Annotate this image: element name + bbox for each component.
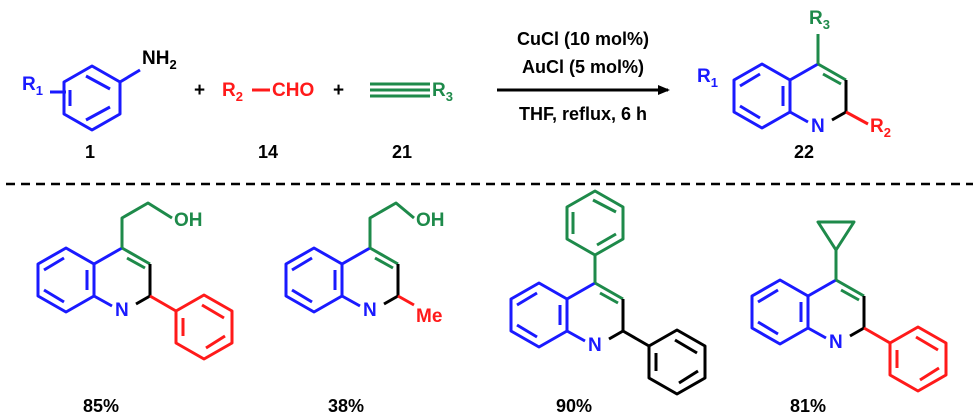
reactant-aniline: [62, 64, 141, 132]
alkyne-triple-bond: [370, 82, 430, 98]
aldehyde-group: CHO: [272, 80, 314, 101]
product-quinoline: [732, 34, 869, 130]
condition-catalyst-1: CuCl (10 mol%): [517, 29, 649, 49]
condition-catalyst-2: AuCl (5 mol%): [522, 57, 644, 77]
product-nitrogen: N: [811, 116, 825, 137]
r3-label: R3: [432, 80, 453, 104]
product-r2-label: R2: [870, 116, 891, 140]
example-3-yield: 90%: [556, 396, 592, 416]
compound-number-1: 1: [85, 142, 95, 162]
r1-label: R1: [22, 74, 43, 98]
example-2-nitrogen: N: [363, 300, 377, 321]
plus-sign-1: +: [194, 80, 205, 101]
example-2-yield: 38%: [328, 396, 364, 416]
example-2-hydroxyl: OH: [416, 210, 445, 231]
example-2-methyl: Me: [416, 306, 442, 327]
example-1-yield: 85%: [83, 396, 119, 416]
r2-label: R2: [222, 80, 243, 104]
example-4-nitrogen: N: [829, 332, 843, 353]
example-4-structure: [750, 220, 948, 393]
example-1-structure: [36, 201, 234, 361]
example-1-nitrogen: N: [115, 300, 129, 321]
example-4-yield: 81%: [790, 396, 826, 416]
example-3-nitrogen: N: [588, 335, 602, 356]
product-r3-label: R3: [809, 8, 830, 32]
product-r1-label: R1: [697, 66, 718, 90]
example-1-hydroxyl: OH: [174, 210, 203, 231]
plus-sign-2: +: [333, 80, 344, 101]
compound-number-14: 14: [258, 142, 278, 162]
example-2-structure: [284, 201, 415, 314]
compound-number-22: 22: [794, 142, 814, 162]
amine-label: NH2: [142, 48, 177, 72]
example-3-structure: [509, 189, 707, 396]
condition-solvent: THF, reflux, 6 h: [519, 104, 647, 124]
compound-number-21: 21: [392, 142, 412, 162]
